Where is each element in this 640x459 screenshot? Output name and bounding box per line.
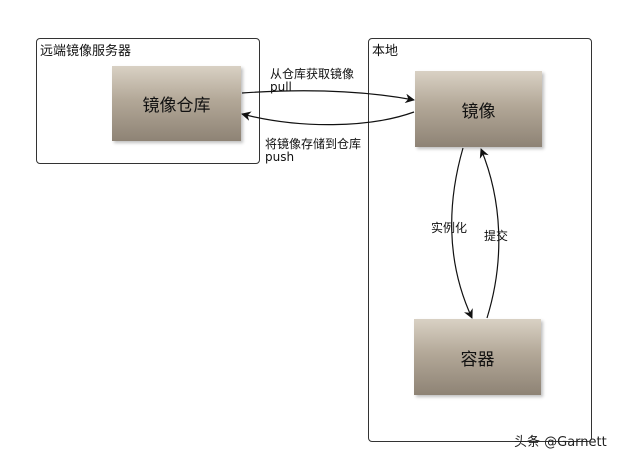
pull-command: pull — [270, 80, 292, 94]
image-node: 镜像 — [415, 71, 542, 147]
container-label: 容器 — [460, 349, 495, 370]
pull-label: 从仓库获取镜像 — [270, 67, 355, 81]
remote-server-title: 远端镜像服务器 — [40, 44, 132, 59]
push-arrow — [241, 111, 415, 126]
pull-arrow — [241, 90, 415, 104]
run-arrow — [451, 147, 473, 319]
commit-label: 提交 — [484, 229, 509, 243]
registry-label: 镜像仓库 — [142, 96, 211, 116]
watermark-text: 头条 @Garnett — [514, 435, 607, 450]
local-title: 本地 — [372, 44, 399, 59]
registry-node: 镜像仓库 — [112, 66, 241, 141]
commit-arrow — [479, 148, 500, 319]
image-label: 镜像 — [461, 101, 496, 122]
push-label: 将镜像存储到仓库 — [265, 137, 362, 151]
container-node: 容器 — [414, 319, 541, 395]
push-command: push — [265, 150, 295, 164]
remote-server-region — [36, 38, 260, 164]
local-region — [368, 38, 592, 442]
run-label: 实例化 — [431, 221, 468, 235]
